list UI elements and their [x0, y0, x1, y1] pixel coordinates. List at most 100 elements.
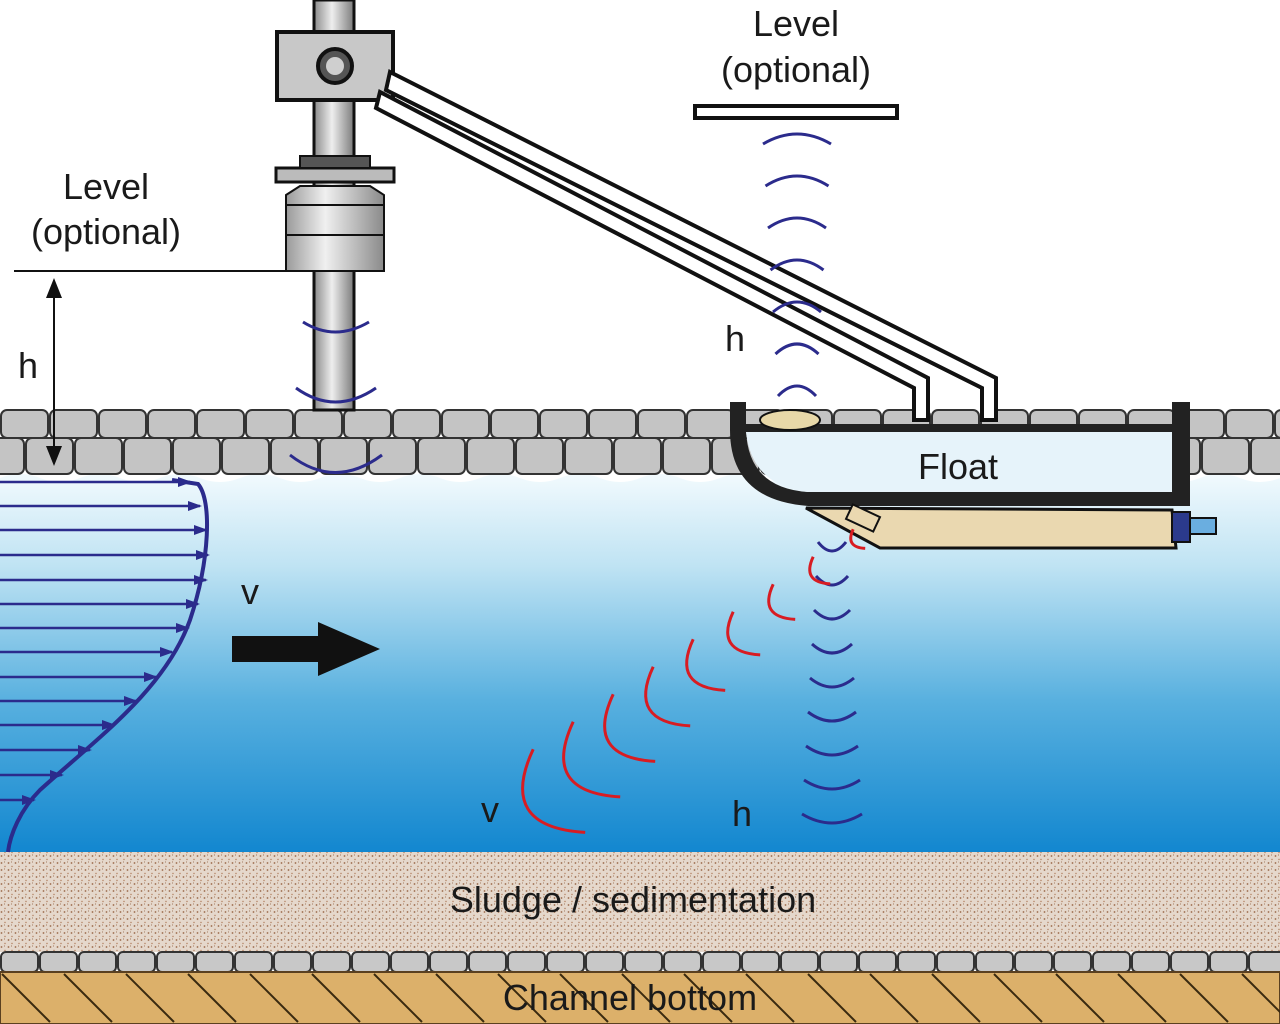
- bottom-stone: [468, 951, 507, 973]
- wall-block: [245, 409, 294, 439]
- h-mid-label: h: [725, 318, 745, 359]
- cable-connector-icon: [1189, 517, 1217, 535]
- hatch-line: [311, 973, 361, 1023]
- flow-direction-arrow: [232, 622, 380, 676]
- velocity-wave-arc: [726, 611, 761, 657]
- wall-block: [515, 437, 564, 475]
- wall-block: [564, 437, 613, 475]
- bottom-stone: [117, 951, 156, 973]
- wall-block: [319, 437, 368, 475]
- level-wave-arc: [816, 541, 848, 553]
- wall-block: [196, 409, 245, 439]
- bottom-stone: [1092, 951, 1131, 973]
- hatch-line: [249, 973, 299, 1023]
- level-sensor-cap: [285, 185, 385, 206]
- hatch-line: [621, 973, 671, 1023]
- velocity-sensor-transducer: [844, 503, 882, 533]
- bottom-stone: [429, 951, 468, 973]
- hatch-line: [807, 973, 857, 1023]
- bottom-stone: [1170, 951, 1209, 973]
- level-wave-arc: [807, 710, 857, 723]
- bottom-stone: [312, 951, 351, 973]
- hatch-line: [1117, 973, 1167, 1023]
- velocity-wave-arc: [849, 528, 866, 550]
- bottom-stone: [0, 951, 39, 973]
- velocity-wave-arc: [767, 583, 796, 621]
- level-wave-arc: [814, 574, 850, 587]
- level-wave-arc: [809, 676, 855, 689]
- velocity-wave-arc: [685, 638, 726, 692]
- level-left-label-line1: Level: [63, 166, 149, 207]
- float-body: [746, 432, 1172, 492]
- hatch-line: [63, 973, 113, 1023]
- hatch-line: [993, 973, 1043, 1023]
- float-top-bar: [746, 424, 1172, 432]
- wall-block: [490, 409, 539, 439]
- bottom-stone: [1248, 951, 1280, 973]
- wall-block: [637, 409, 686, 439]
- wall-block: [441, 409, 490, 439]
- wall-block: [588, 409, 637, 439]
- h-bottom-label: h: [732, 793, 752, 834]
- level-wave-arc: [772, 300, 822, 314]
- hatch-line: [1, 973, 51, 1023]
- wall-block: [1201, 437, 1250, 475]
- wall-block: [368, 437, 417, 475]
- hatch-line: [559, 973, 609, 1023]
- bottom-stone: [156, 951, 195, 973]
- bottom-stone: [546, 951, 585, 973]
- wall-block: [1250, 437, 1280, 475]
- wall-block: [25, 437, 74, 475]
- velocity-wave-arc: [562, 721, 621, 799]
- bottom-stone: [1131, 951, 1170, 973]
- bottom-stone: [390, 951, 429, 973]
- hatch-line: [869, 973, 919, 1023]
- support-arm-inner: [373, 89, 930, 422]
- velocity-wave-arc: [521, 748, 586, 834]
- float-label: Float: [918, 446, 998, 487]
- level-top-label-line1: Level: [753, 3, 839, 44]
- level-sensor-body-bottom: [285, 234, 385, 272]
- wall-block: [294, 409, 343, 439]
- hatch-line: [187, 973, 237, 1023]
- level-wave-arc: [812, 608, 852, 621]
- bottom-stone: [741, 951, 780, 973]
- wall-block: [49, 409, 98, 439]
- support-arm-outer: [383, 69, 998, 422]
- v-bottom-label: v: [481, 789, 499, 830]
- wall-block: [686, 409, 735, 439]
- bottom-stones: [0, 951, 1280, 973]
- level-wave-arc: [810, 642, 854, 655]
- bottom-stone: [351, 951, 390, 973]
- wall-block: [392, 409, 441, 439]
- hatch-line: [497, 973, 547, 1023]
- velocity-sensor-body: [805, 506, 1178, 550]
- wall-block: [123, 437, 172, 475]
- bottom-stone: [975, 951, 1014, 973]
- wall-block: [147, 409, 196, 439]
- hatch-line: [745, 973, 795, 1023]
- v-surface-label: v: [241, 571, 259, 612]
- h-dimension-arrow-up: [46, 278, 62, 298]
- wall-block: [417, 437, 466, 475]
- level-sensor-body-top: [285, 204, 385, 236]
- wall-block: [613, 437, 662, 475]
- hatch-line: [683, 973, 733, 1023]
- bottom-stone: [780, 951, 819, 973]
- bottom-stone: [819, 951, 858, 973]
- channel-bottom-hatch: [1, 973, 1280, 1023]
- bottom-stone: [234, 951, 273, 973]
- bottom-stone: [1014, 951, 1053, 973]
- bottom-stone: [507, 951, 546, 973]
- h-left-label: h: [18, 345, 38, 386]
- wall-block: [662, 437, 711, 475]
- level-wave-arc: [295, 386, 377, 404]
- level-wave-arc: [289, 453, 383, 474]
- wall-block: [1225, 409, 1274, 439]
- level-wave-arc: [805, 744, 859, 757]
- velocity-profile-arrows: [0, 477, 210, 805]
- level-left-label-line2: (optional): [31, 211, 181, 252]
- float-assembly: Float: [730, 402, 1190, 506]
